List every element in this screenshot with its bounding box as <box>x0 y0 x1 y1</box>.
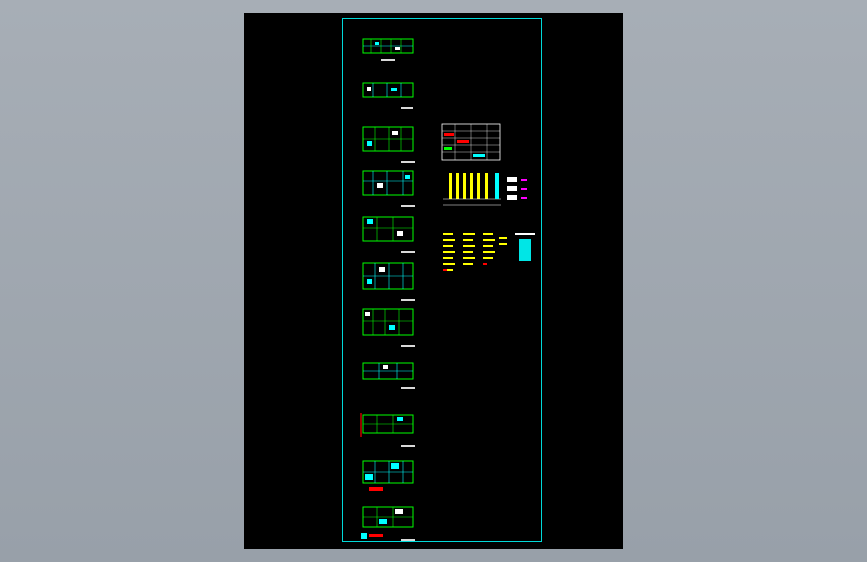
legend-notes <box>443 231 535 281</box>
floor-plan-9 <box>357 409 417 447</box>
floor-plan-5-graphic <box>362 216 414 242</box>
floor-plan-2 <box>361 79 417 109</box>
floor-plan-11-caption <box>401 539 415 541</box>
floor-plan-11-graphic <box>361 506 414 539</box>
floor-plan-9-graphic <box>360 413 414 437</box>
floor-plan-10-graphic <box>362 460 414 491</box>
floor-plan-1-caption <box>381 59 395 61</box>
floor-plan-6-caption <box>401 299 415 301</box>
floor-plan-8-caption <box>401 387 415 389</box>
floor-plan-7 <box>359 305 417 347</box>
floor-plan-7-caption <box>401 345 415 347</box>
floor-plan-5 <box>359 213 417 253</box>
floor-plan-5-caption <box>401 251 415 253</box>
riser-diagram <box>439 169 535 221</box>
floor-plan-10 <box>359 455 417 495</box>
floor-plan-1-graphic <box>362 38 414 54</box>
schedule-table-graphic <box>441 123 501 161</box>
cad-model-viewport[interactable] <box>244 13 623 549</box>
floor-plan-2-caption <box>401 107 413 109</box>
floor-plan-3-caption <box>401 161 415 163</box>
floor-plan-3 <box>359 123 417 163</box>
floor-plan-4 <box>359 167 417 207</box>
floor-plan-7-graphic <box>362 308 414 336</box>
floor-plan-3-graphic <box>362 126 414 152</box>
floor-plan-8 <box>361 359 417 389</box>
schedule-table <box>441 123 503 167</box>
floor-plan-6-graphic <box>362 262 414 290</box>
floor-plan-4-caption <box>401 205 415 207</box>
floor-plan-6 <box>359 259 417 301</box>
riser-diagram-graphic <box>443 173 527 206</box>
floor-plan-9-caption <box>401 445 415 447</box>
floor-plan-1 <box>361 35 417 61</box>
floor-plan-2-graphic <box>362 82 414 98</box>
floor-plan-4-graphic <box>362 170 414 196</box>
drawing-sheet-frame <box>342 18 542 542</box>
floor-plan-8-graphic <box>362 362 414 380</box>
legend-notes-graphic <box>443 233 535 271</box>
floor-plan-11 <box>359 501 417 541</box>
